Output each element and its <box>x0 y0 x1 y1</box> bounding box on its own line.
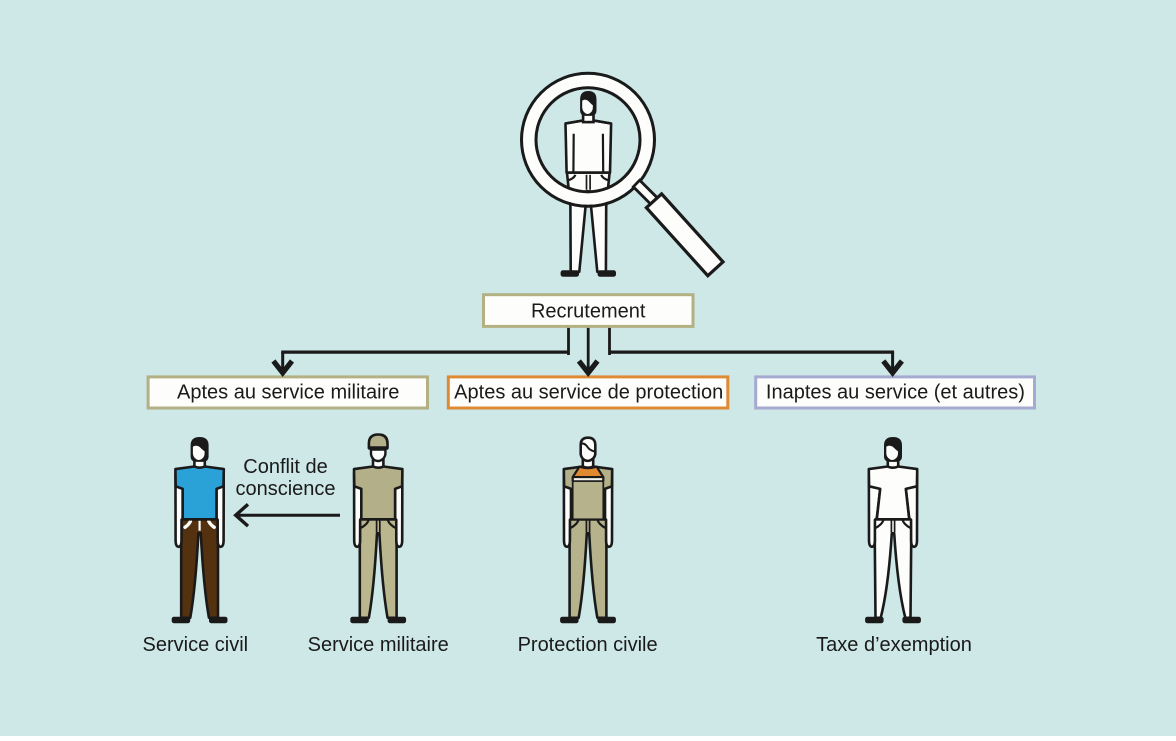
svg-text:Taxe d’exemption: Taxe d’exemption <box>816 634 972 656</box>
svg-text:Inaptes au service (et autres): Inaptes au service (et autres) <box>766 381 1025 403</box>
svg-text:Recrutement: Recrutement <box>531 300 646 322</box>
svg-text:Aptes au service de protection: Aptes au service de protection <box>454 381 723 403</box>
svg-text:conscience: conscience <box>235 478 335 500</box>
svg-text:Service militaire: Service militaire <box>308 634 449 656</box>
svg-text:Service civil: Service civil <box>143 634 249 656</box>
svg-text:Protection civile: Protection civile <box>518 634 658 656</box>
svg-text:Aptes au service militaire: Aptes au service militaire <box>177 381 399 403</box>
svg-text:Conflit de: Conflit de <box>243 456 328 478</box>
